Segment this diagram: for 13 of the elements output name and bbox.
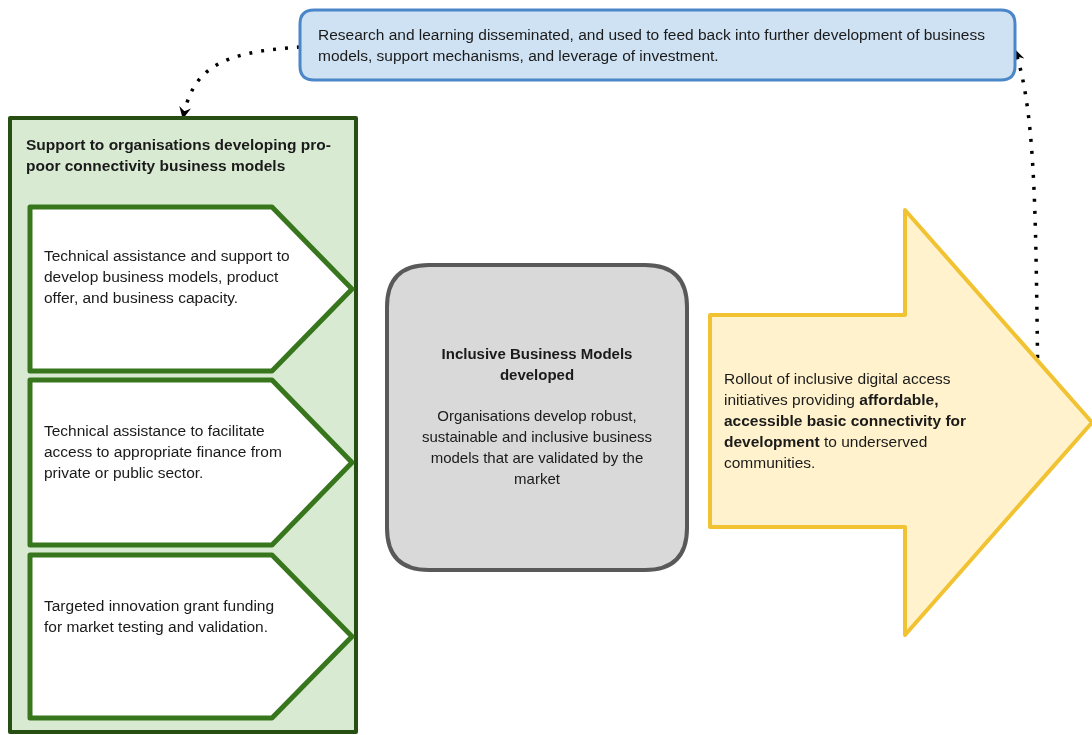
chevron-text: Technical assistance and support to develop business models, product offer, and business capacity.	[44, 246, 291, 308]
group-heading: Support to organisations developing pro-poor connectivity business models	[26, 135, 332, 176]
outcome-heading: Inclusive Business Models developed	[440, 344, 634, 385]
impact-arrow	[710, 210, 1092, 635]
note-box	[300, 10, 1015, 80]
dotted-arrow	[179, 45, 301, 119]
impact-text: Rollout of inclusive digital access initiatives providing affordable, accessible basic connectivity for development to underserved communities.	[724, 369, 968, 473]
chevron-text: Targeted innovation grant funding for market testing and validation.	[44, 596, 276, 637]
outcome-text: Organisations develop robust, sustainable and inclusive business models that are validated by the market	[420, 406, 654, 489]
group-panel	[10, 118, 356, 732]
chevron-text: Technical assistance to facilitate access to appropriate finance from private or public sector.	[44, 421, 283, 483]
outcome-box	[387, 265, 687, 570]
note-text: Research and learning disseminated, and used to feed back into further development of business models, support mechanisms, and leverage of investment.	[318, 25, 986, 66]
